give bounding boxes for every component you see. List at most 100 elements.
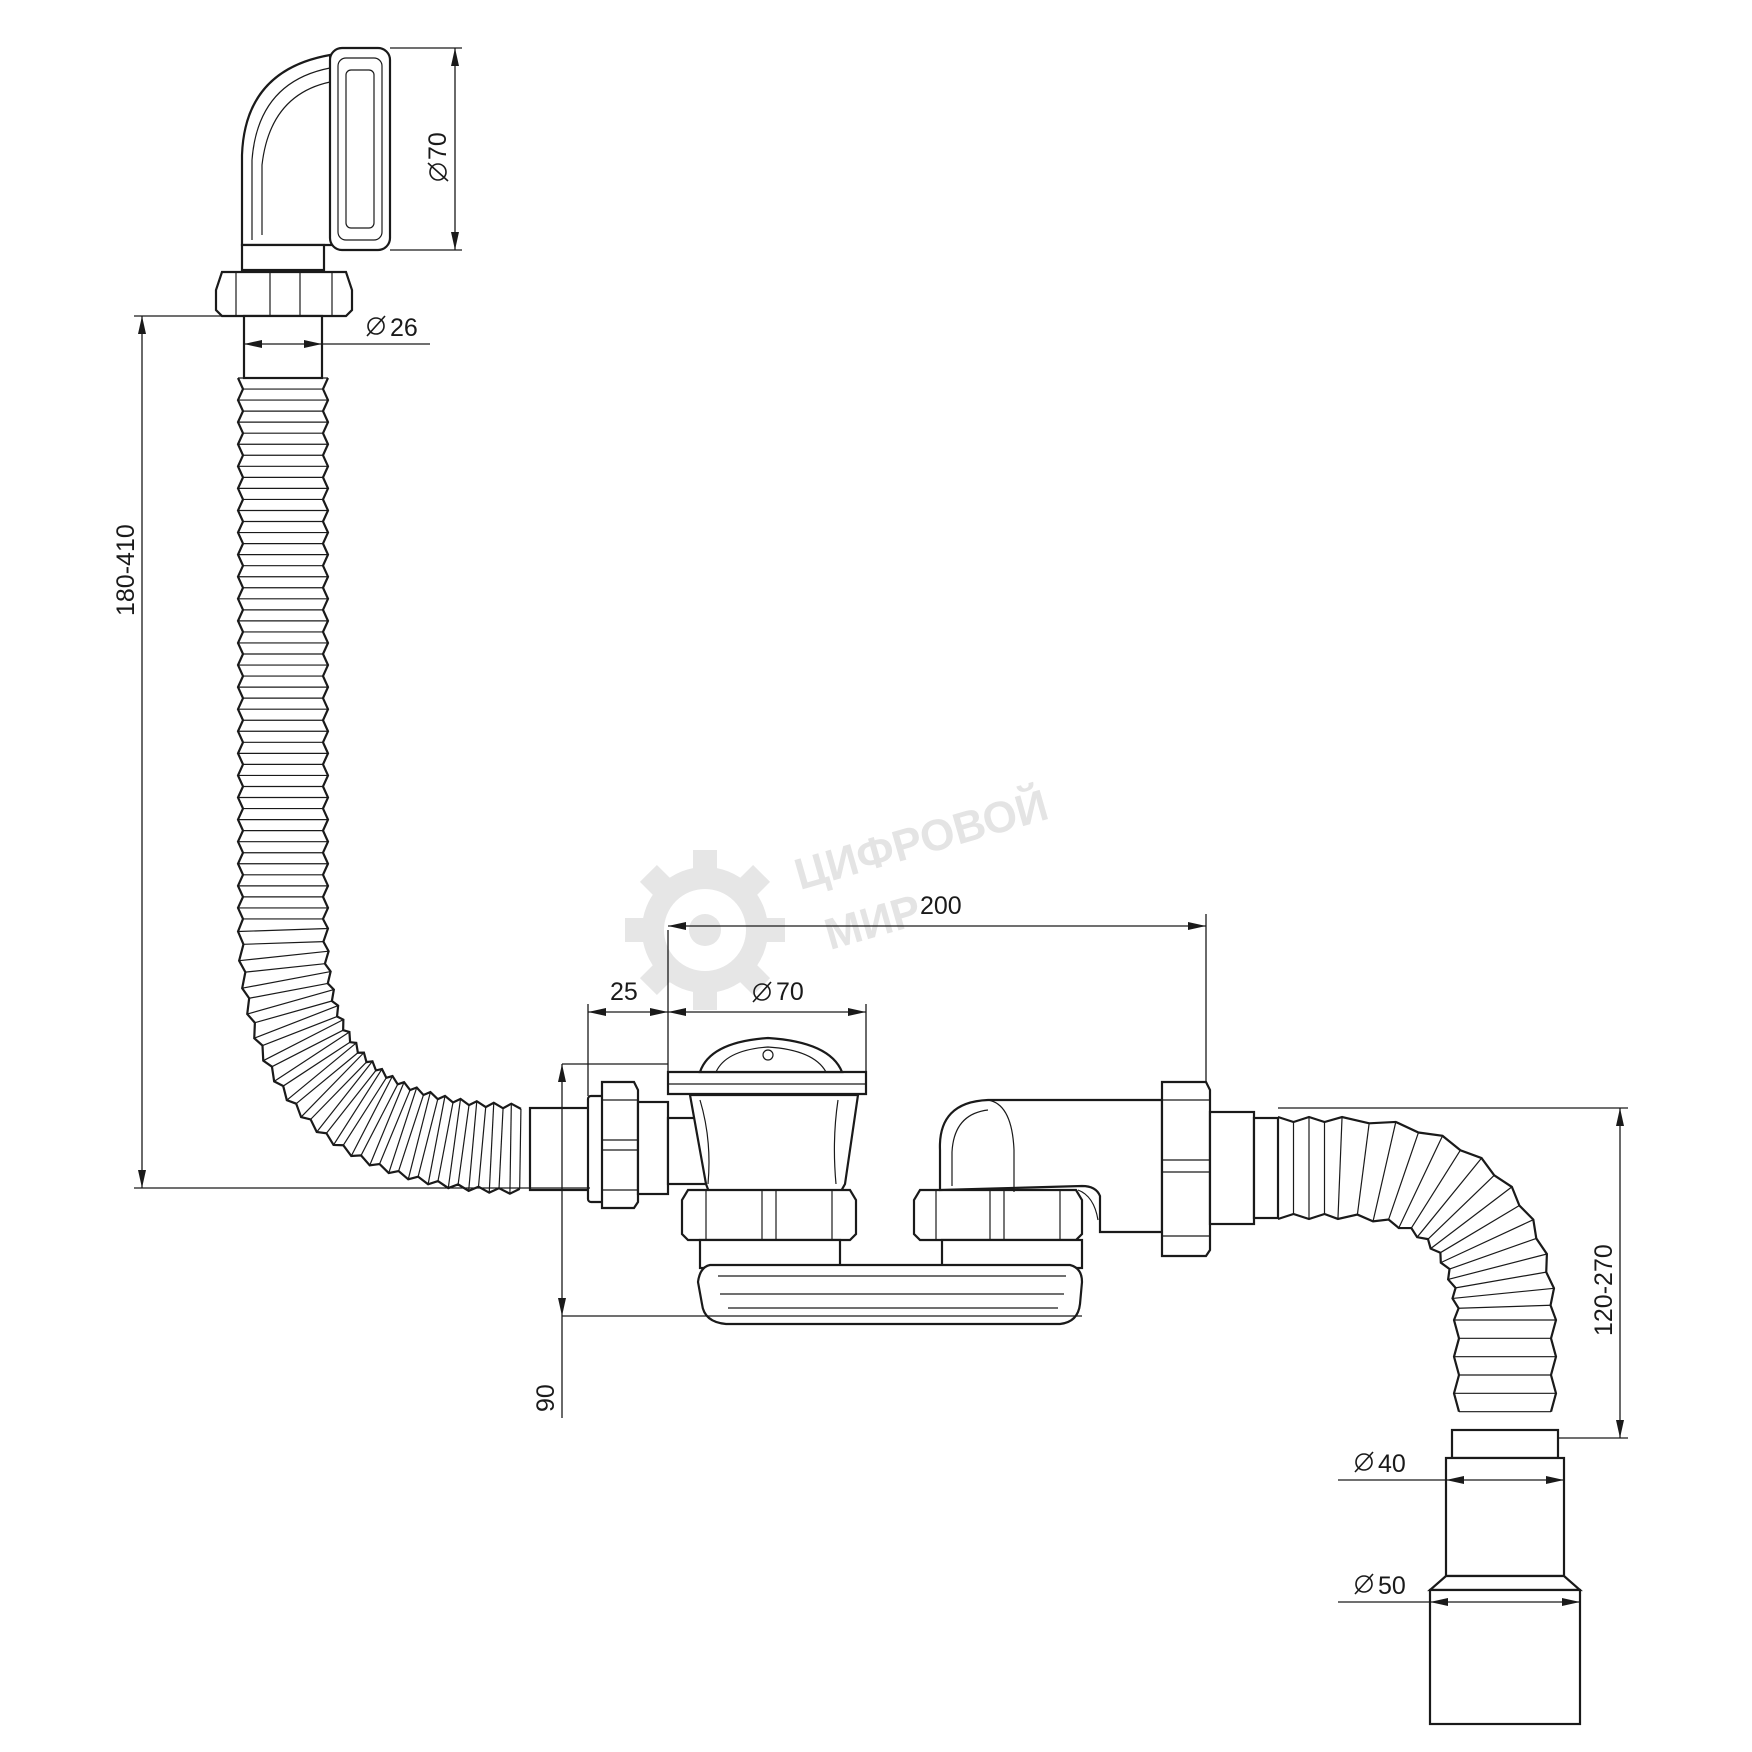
hose-rib [388,1087,418,1174]
hose-rib [369,1081,405,1166]
hose-rib [519,1108,522,1189]
hose-rib [407,1091,431,1180]
dim-overflow-hose-length-label: 180-410 [112,524,140,616]
watermark-line1: ЦИФРОВОЙ [789,779,1054,900]
dim-outlet-hose-length: 120-270 [1278,1107,1628,1439]
hose-rib [1430,1186,1513,1250]
hose-rib [262,1019,344,1062]
dim-drain-height: 90 [532,1063,1082,1418]
dim-overflow-pipe-diameter-label: 26 [390,314,418,342]
watermark-line2: МИР [819,886,926,960]
hose-outline [1277,1212,1461,1412]
diameter-symbol-icon [429,163,447,181]
hose-rib [1452,1287,1555,1300]
dim-drain-to-tee-label: 200 [920,892,962,920]
hose-rib [242,970,331,989]
hose-rib [310,1061,367,1120]
hose-rib [1449,1237,1537,1270]
diameter-symbol-icon [1355,1575,1373,1593]
hose-rib [262,1015,338,1047]
right-union-nut [1160,1080,1280,1258]
diameter-symbol-icon [1355,1453,1373,1471]
dim-outlet-hose-length-label: 120-270 [1590,1244,1618,1336]
dim-outlet-diameter-small: 40 [1338,1450,1564,1484]
hose-rib [477,1106,487,1187]
hose-rib [447,1098,462,1189]
hose-rib [1458,1304,1551,1309]
hose-rib [1337,1117,1343,1219]
dim-outlet-diameter-small-label: 40 [1378,1450,1406,1478]
hose-rib [238,927,328,933]
dim-overflow-diameter: 70 [390,47,462,251]
hose-rib [271,1029,344,1068]
overflow-head [240,46,392,272]
diameter-symbol-icon [753,983,771,1001]
outlet-corrugated-hose [1277,1115,1558,1413]
dim-overflow-diameter-label: 70 [424,132,452,160]
hose-rib [300,1052,365,1118]
hose-rib [1372,1121,1397,1222]
overflow-corrugated-hose [236,377,522,1195]
hose-rib [360,1084,399,1156]
dim-drain-height-label: 90 [532,1384,560,1412]
hose-rib [457,1105,470,1185]
hose-rib [1427,1174,1495,1240]
drain-body [666,1036,868,1202]
diameter-symbol-icon [367,317,385,335]
drain-nut-left [680,1188,858,1270]
hose-rib [1410,1149,1461,1229]
hose-outline [321,377,522,1110]
overflow-nut [214,270,354,380]
drain-nut-right [912,1188,1084,1270]
hose-rib [295,1052,359,1105]
dim-outlet-diameter-large-label: 50 [1378,1572,1406,1600]
hose-rib [468,1101,478,1191]
hose-rib [342,1077,387,1146]
hose-rib [316,1060,373,1133]
hose-rib [417,1098,439,1177]
overflow-outlet-pipe [528,1106,592,1192]
hose-rib [254,1005,339,1039]
hose-rib [350,1075,394,1157]
hose-rib [378,1089,411,1165]
hose-rib [498,1108,504,1189]
hose-rib [1455,1271,1547,1289]
dim-overflow-hose-length: 180-410 [112,315,590,1189]
watermark: ЦИФРОВОЙ МИР [625,779,1053,1010]
hose-rib [333,1068,383,1146]
hose-rib [243,941,324,945]
outlet-adaptor [1427,1428,1583,1726]
hose-rib [1398,1135,1444,1229]
dim-outlet-offset-label: 25 [610,978,638,1006]
hose-rib [488,1102,495,1193]
hose-rib [239,950,329,962]
hose-rib [273,1031,350,1082]
hose-rib [286,1042,357,1101]
hose-rib [249,982,328,999]
hose-rib [509,1103,512,1194]
dim-overflow-pipe-diameter: 26 [244,314,430,348]
gear-logo-icon [625,850,785,1010]
hose-rib [1388,1132,1420,1220]
hose-rib [282,1041,351,1087]
bottom-trap-tray [696,1263,1084,1326]
hose-rib [1440,1219,1534,1264]
hose-rib [398,1094,425,1172]
dim-outlet-diameter-large: 50 [1338,1572,1580,1606]
dim-drain-diameter-label: 70 [776,978,804,1006]
hose-rib [437,1102,454,1182]
hose-rib [247,989,335,1015]
dim-drain-diameter: 70 [668,978,867,1072]
hose-rib [1416,1157,1483,1238]
hose-rib [1356,1123,1370,1215]
hose-rib [325,1070,377,1134]
hose-rib [1440,1204,1520,1254]
hose-outline [236,377,521,1195]
dim-outlet-offset: 25 [587,930,669,1096]
hose-rib [1447,1253,1548,1281]
hose-rib [245,963,325,973]
hose-outline [1277,1115,1558,1412]
hose-rib [427,1095,446,1185]
hose-rib [254,1000,333,1024]
